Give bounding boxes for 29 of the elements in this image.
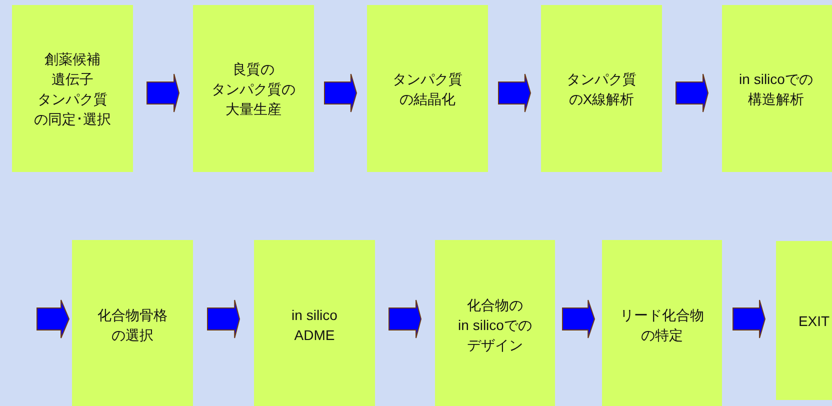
process-box xyxy=(776,241,832,400)
process-box xyxy=(541,5,662,172)
process-box xyxy=(12,5,133,172)
step-text: リード化合物の特定 xyxy=(619,306,705,345)
block-arrow xyxy=(324,74,358,112)
process-box xyxy=(435,240,555,406)
block-arrow xyxy=(207,300,240,338)
process-box xyxy=(367,5,488,172)
process-box xyxy=(254,240,375,406)
block-arrow xyxy=(388,300,422,338)
process-box xyxy=(72,240,193,406)
block-arrow xyxy=(498,74,532,112)
block-arrow xyxy=(36,300,70,338)
step-text: タンパク質のX線解析 xyxy=(566,70,638,108)
block-arrow xyxy=(146,74,180,112)
block-arrow xyxy=(562,300,596,338)
process-box xyxy=(602,240,722,406)
process-box xyxy=(193,5,314,172)
step-text: 化合物骨格の選択 xyxy=(96,306,168,345)
step-text: EXIT xyxy=(797,312,831,330)
step-text: in silico ADME xyxy=(290,306,338,345)
process-box xyxy=(722,5,832,172)
step-text: タンパク質の結晶化 xyxy=(392,70,464,108)
block-arrow xyxy=(732,300,766,338)
step-text: 良質のタンパク質の大量生産 xyxy=(210,60,296,118)
step-text: 化合物のin silicoでのデザイン xyxy=(457,296,533,355)
step-text: 創薬候補遺伝子タンパク質の同定･選択 xyxy=(33,50,112,128)
block-arrow xyxy=(676,74,709,112)
step-text: in silicoでの構造解析 xyxy=(738,70,814,108)
